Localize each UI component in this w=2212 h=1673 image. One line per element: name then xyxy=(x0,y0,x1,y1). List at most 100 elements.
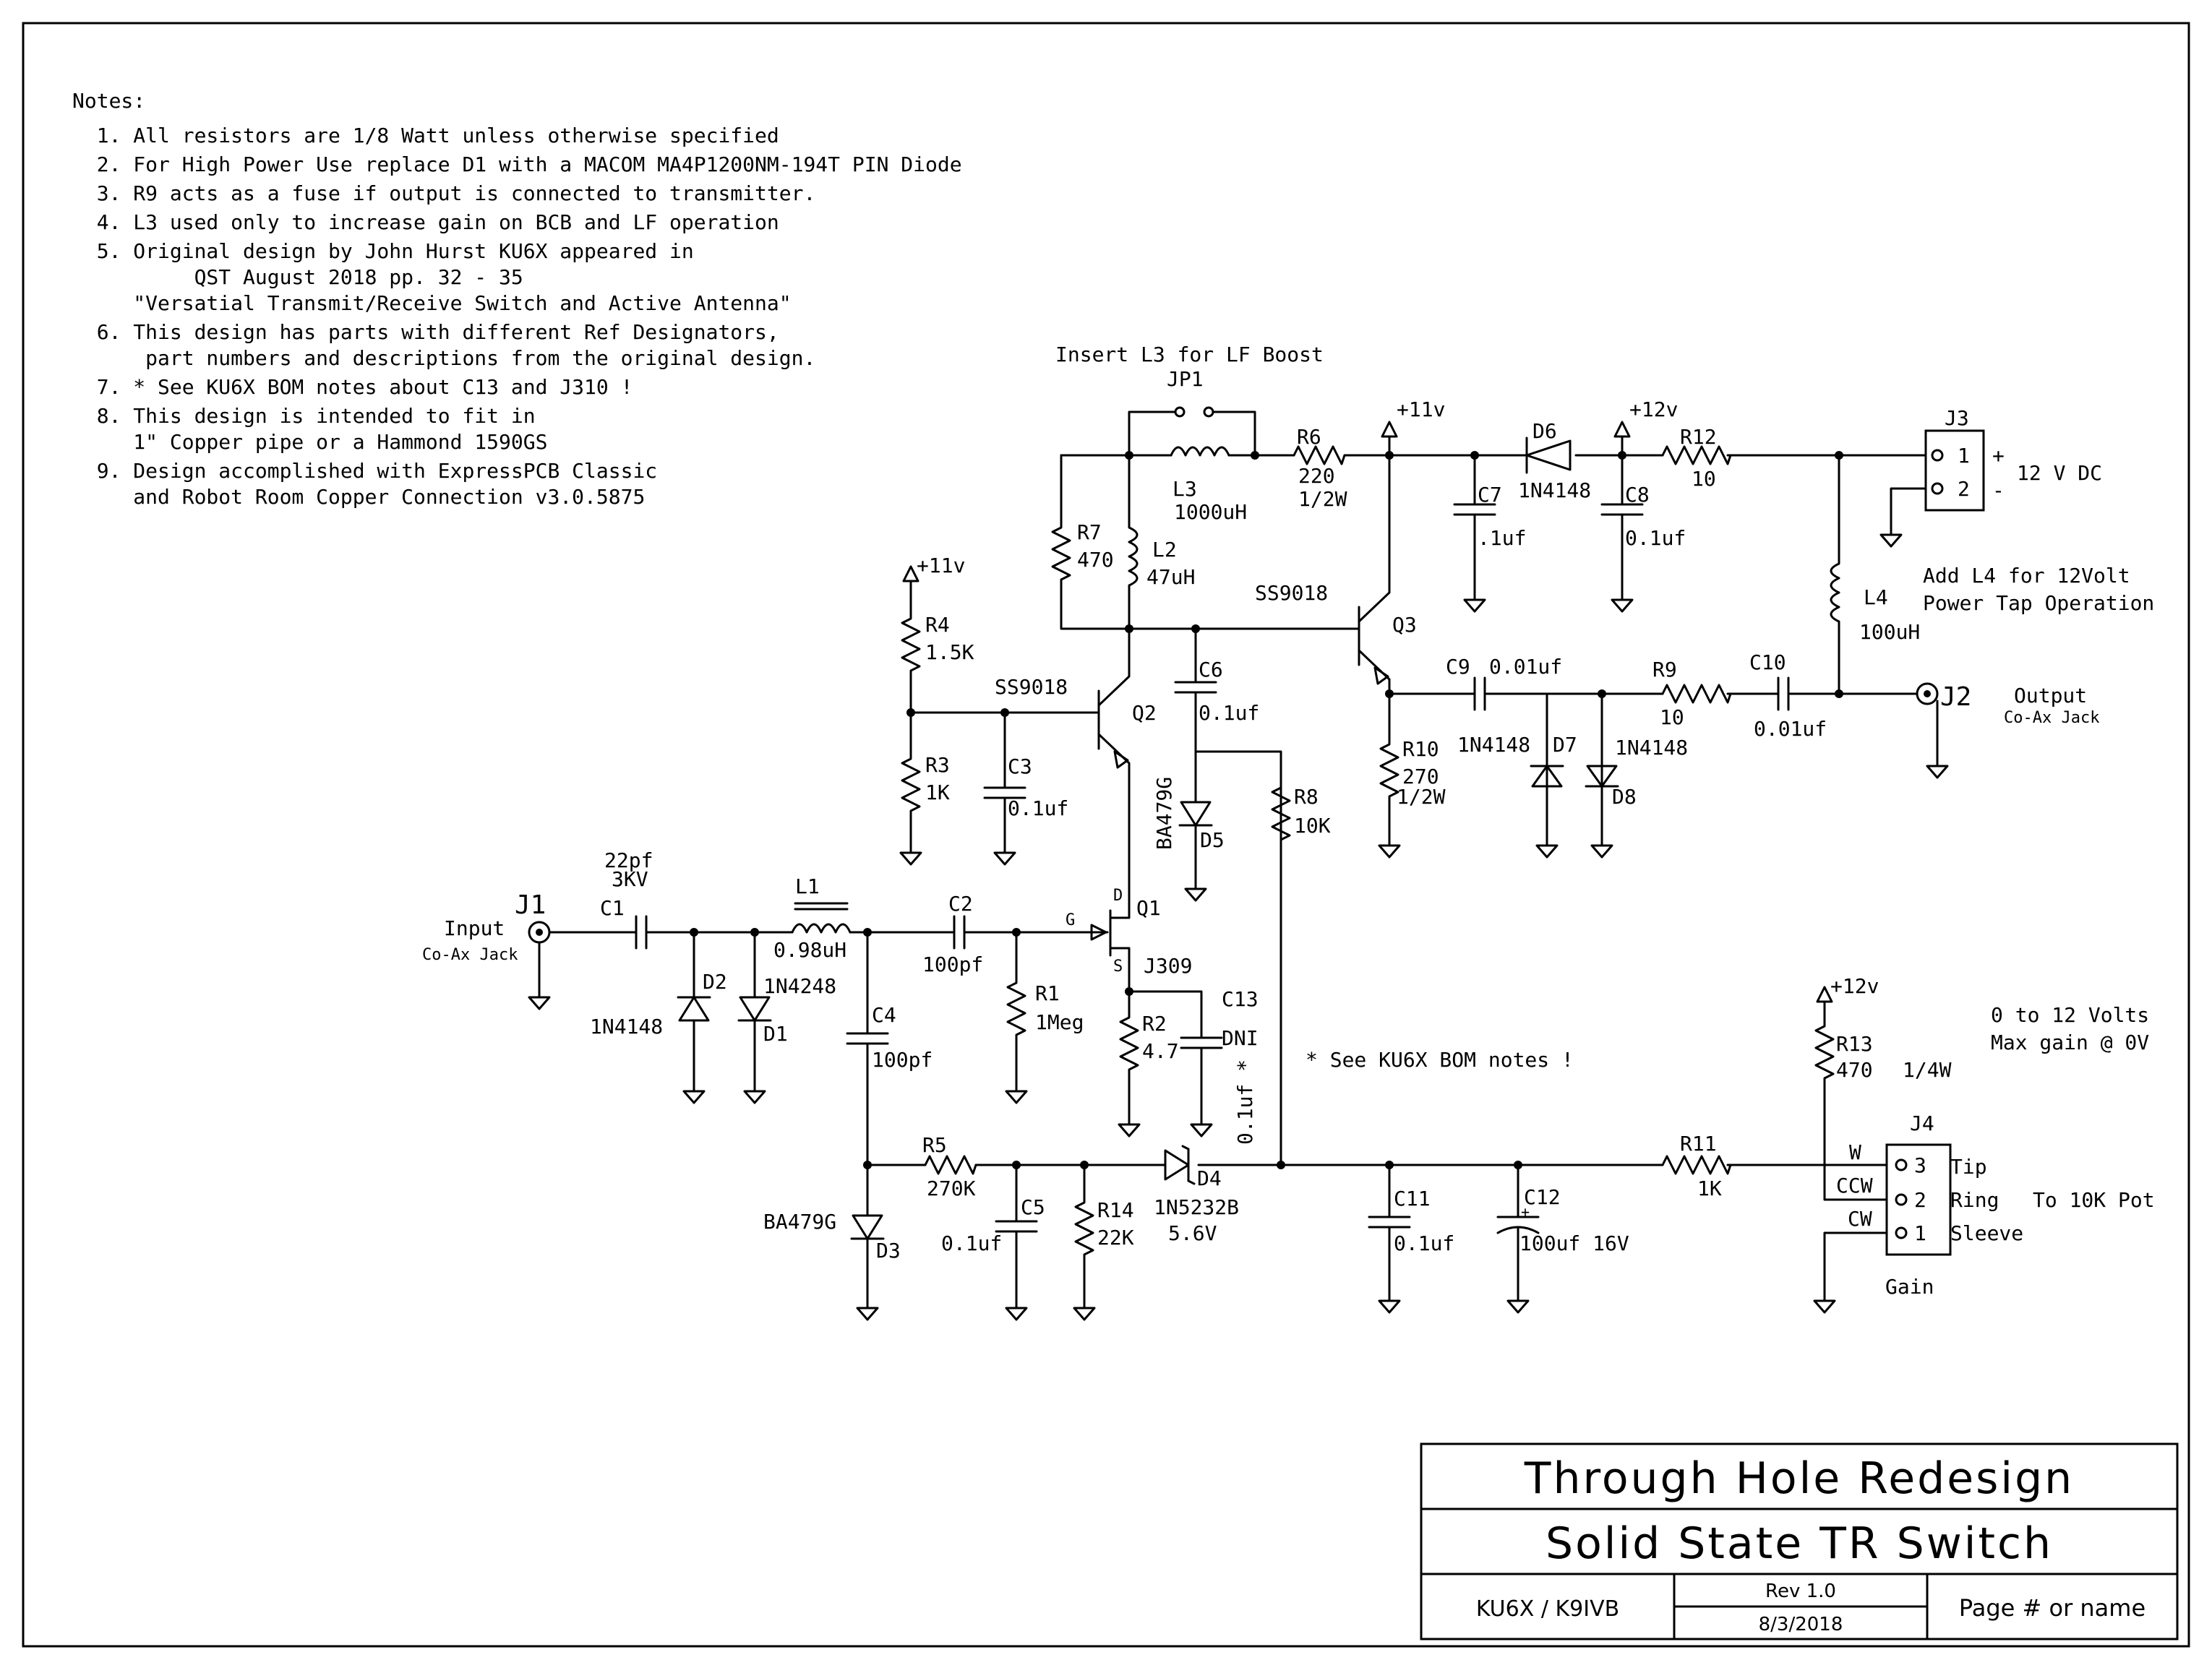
plus11v-left: +11v xyxy=(917,554,965,577)
plus12v-bottom: +12v xyxy=(1830,974,1879,998)
inductor-l4 xyxy=(1830,454,1840,695)
r12-value: 10 xyxy=(1692,467,1716,491)
inductor-l2 xyxy=(1128,454,1139,674)
note-line: 7. * See KU6X BOM notes about C13 and J3… xyxy=(72,375,633,399)
r7-label: R7 xyxy=(1077,520,1102,544)
note-item: 2. For High Power Use replace D1 with a … xyxy=(72,152,962,178)
note-item: 5. Original design by John Hurst KU6X ap… xyxy=(72,238,962,317)
capacitor-c4 xyxy=(846,931,889,1217)
connector-j4 xyxy=(1885,1143,1952,1256)
resistor-r13 xyxy=(1814,1019,1888,1201)
r1-label: R1 xyxy=(1035,981,1060,1005)
gain-label: Gain xyxy=(1885,1275,1934,1299)
capacitor-c10 xyxy=(1777,676,1790,711)
d5-label: D5 xyxy=(1200,828,1225,852)
r2-label: R2 xyxy=(1142,1012,1167,1036)
note-line: 1" Copper pipe or a Hammond 1590GS xyxy=(72,430,548,454)
capacitor-c2 xyxy=(953,915,966,950)
note-line: 9. Design accomplished with ExpressPCB C… xyxy=(72,459,658,483)
input-label: Input xyxy=(444,916,505,940)
l2-label: L2 xyxy=(1152,538,1177,562)
jumper-jp1 xyxy=(1128,406,1256,457)
bom-note: * See KU6X BOM notes ! xyxy=(1306,1048,1574,1072)
r3-label: R3 xyxy=(925,753,950,777)
note-item: 7. * See KU6X BOM notes about C13 and J3… xyxy=(72,374,962,400)
j4-pin2: 2 xyxy=(1914,1188,1926,1212)
resistor-r9 xyxy=(1661,684,1732,704)
c13-label: C13 xyxy=(1222,987,1259,1011)
diode-d3 xyxy=(850,1214,885,1295)
l3-label: L3 xyxy=(1173,477,1197,501)
r11-value: 1K xyxy=(1697,1177,1722,1200)
c3-label: C3 xyxy=(1008,754,1032,778)
capacitor-c8 xyxy=(1600,454,1644,587)
q2-label: Q2 xyxy=(1132,701,1157,725)
pot-note: To 10K Pot xyxy=(2033,1188,2155,1212)
d5-part: BA479G xyxy=(1152,777,1176,850)
title-block: Through Hole Redesign Solid State TR Swi… xyxy=(1420,1442,2179,1640)
r10-value: 270 xyxy=(1402,765,1439,788)
q2-part: SS9018 xyxy=(995,675,1068,699)
r5-value: 270K xyxy=(927,1177,976,1200)
j1-label: J1 xyxy=(515,890,546,920)
r6-value: 220 xyxy=(1298,464,1335,488)
notes-block: Notes: 1. All resistors are 1/8 Watt unl… xyxy=(72,88,962,513)
sheet-border xyxy=(22,22,2190,1648)
diode-d5 xyxy=(1178,750,1213,876)
title-date: 8/3/2018 xyxy=(1759,1614,1843,1635)
c1-value: 22pf xyxy=(604,848,653,872)
diode-d6 xyxy=(1525,436,1572,474)
j3-pin1: 1 xyxy=(1958,444,1970,468)
resistor-r8 xyxy=(1271,786,1291,841)
resistor-r5 xyxy=(924,1155,977,1175)
r8-value: 10K xyxy=(1294,814,1331,838)
r13-value: 470 xyxy=(1836,1058,1873,1082)
output-coax: Co-Ax Jack xyxy=(2004,709,2099,727)
r13-label: R13 xyxy=(1836,1032,1873,1056)
j3-pin2: 2 xyxy=(1958,477,1970,501)
d7-part: 1N4148 xyxy=(1457,733,1530,757)
note-line: 4. L3 used only to increase gain on BCB … xyxy=(72,210,779,234)
q1-label: Q1 xyxy=(1136,896,1161,920)
note-line: 5. Original design by John Hurst KU6X ap… xyxy=(72,239,694,263)
resistor-r6 xyxy=(1293,445,1346,465)
c1-voltage: 3KV xyxy=(612,867,648,891)
c11-label: C11 xyxy=(1394,1187,1431,1210)
d1-label: D1 xyxy=(763,1022,788,1046)
c8-label: C8 xyxy=(1625,483,1650,507)
output-label: Output xyxy=(2014,684,2087,708)
l1-label: L1 xyxy=(795,874,820,898)
r9-label: R9 xyxy=(1652,658,1677,681)
note-line: 6. This design has parts with different … xyxy=(72,320,779,344)
l2-value: 47uH xyxy=(1146,565,1195,589)
c12-plus: + xyxy=(1521,1203,1530,1221)
l4-value: 100uH xyxy=(1859,620,1920,644)
d4-voltage: 5.6V xyxy=(1168,1221,1217,1245)
note-line: part numbers and descriptions from the o… xyxy=(72,346,816,370)
note-item: 1. All resistors are 1/8 Watt unless oth… xyxy=(72,123,962,149)
note-line: 3. R9 acts as a fuse if output is connec… xyxy=(72,181,816,205)
d3-label: D3 xyxy=(876,1239,901,1263)
c9-value: 0.01uf xyxy=(1489,655,1562,679)
diode-d8 xyxy=(1585,765,1619,788)
d7-label: D7 xyxy=(1553,733,1577,757)
c6-value: 0.1uf xyxy=(1199,701,1259,725)
d4-label: D4 xyxy=(1197,1166,1222,1190)
diode-d1 xyxy=(737,931,772,1078)
inductor-l3 xyxy=(1170,446,1230,457)
note-line: 8. This design is intended to fit in xyxy=(72,404,536,428)
j4-w: W xyxy=(1849,1140,1861,1164)
j4-pin1: 1 xyxy=(1914,1221,1926,1245)
d8-part: 1N4148 xyxy=(1615,736,1688,760)
j3-minus: - xyxy=(1992,478,2005,502)
diode-d2 xyxy=(677,931,711,1078)
note-line: "Versatial Transmit/Receive Switch and A… xyxy=(72,291,792,315)
q3-part: SS9018 xyxy=(1255,581,1328,605)
r10-power: 1/2W xyxy=(1397,785,1446,809)
note-item: 3. R9 acts as a fuse if output is connec… xyxy=(72,181,962,207)
jp1-label: JP1 xyxy=(1167,367,1204,391)
title-authors: KU6X / K9IVB xyxy=(1476,1596,1619,1622)
connector-j1 xyxy=(528,921,551,984)
gain-note-line1: 0 to 12 Volts xyxy=(1991,1003,2149,1027)
c10-value: 0.01uf xyxy=(1754,717,1827,741)
